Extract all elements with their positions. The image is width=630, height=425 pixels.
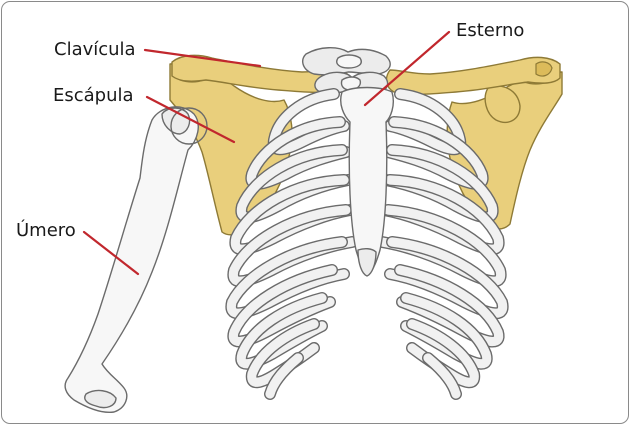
label-clavicula: Clavícula: [54, 39, 136, 60]
escapula-leader-line: [145, 95, 236, 144]
label-escapula: Escápula: [53, 85, 134, 106]
umero-leader-line: [82, 230, 140, 276]
esterno-leader-line: [363, 30, 451, 107]
label-umero: Úmero: [16, 219, 76, 241]
right-glenoid: [484, 85, 521, 124]
sternum: [340, 86, 395, 277]
right-clavicle-joint: [535, 61, 553, 77]
cervical-vertebrae: [302, 47, 391, 95]
clavicula-leader-line: [143, 48, 262, 68]
humeral-head-outline: [170, 107, 208, 145]
humerus: [64, 106, 199, 414]
right-ribs: [376, 88, 509, 400]
left-ribs: [225, 88, 358, 400]
label-esterno: Esterno: [456, 20, 524, 41]
